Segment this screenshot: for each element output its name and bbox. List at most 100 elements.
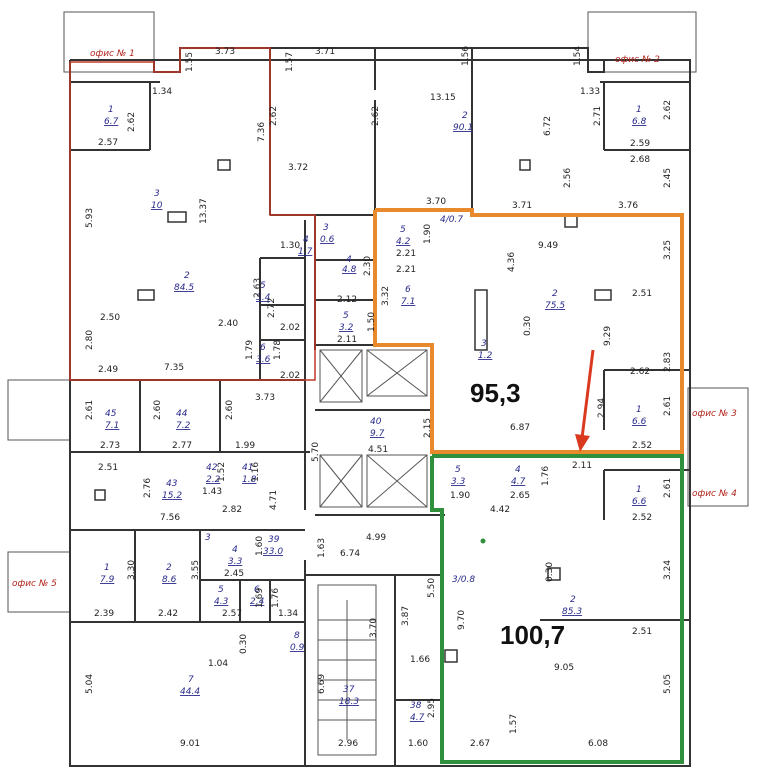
dimension: 9.01 <box>180 739 200 749</box>
room-area: 10 <box>151 201 163 211</box>
dimension: 1.57 <box>509 714 519 734</box>
dimension: 1.50 <box>367 312 377 332</box>
dimension: 2.71 <box>593 106 603 126</box>
dimension: 2.11 <box>572 461 592 471</box>
dimension: 2.02 <box>280 323 300 333</box>
dimension: 1.16 <box>251 462 261 482</box>
room-number: 41 <box>242 463 253 473</box>
dimension: 2.67 <box>470 739 490 749</box>
dimension: 0.30 <box>523 316 533 336</box>
dimension: 2.49 <box>98 365 118 375</box>
room-area: 44.4 <box>180 687 200 697</box>
room-area: 1.8 <box>242 475 257 485</box>
room-area: 8.6 <box>162 575 177 585</box>
dimension: 2.12 <box>337 295 357 305</box>
room-number: 39 <box>268 535 280 545</box>
dimension: 3.32 <box>381 286 391 306</box>
dimension: 4.51 <box>368 445 388 455</box>
dimension: 2.21 <box>396 249 416 259</box>
dimension: 3.73 <box>215 47 235 57</box>
room-number: 4 <box>232 545 238 555</box>
dimension: 2.60 <box>225 400 235 420</box>
dimension: 7.56 <box>160 513 180 523</box>
dimension: 2.51 <box>98 463 118 473</box>
dimension: 9.05 <box>554 663 574 673</box>
dimension: 2.56 <box>563 168 573 188</box>
dimension-labels: 3.73 1.55 3.71 1.57 1.56 1.54 1.34 13.15… <box>85 46 673 749</box>
dimension: 2.52 <box>632 513 652 523</box>
office-label: офис № 1 <box>90 49 135 59</box>
room-labels: 1 6.7 2 90.1 1 6.8 3 10 2 84.5 3 0.6 4 1… <box>100 105 647 723</box>
room-number: 38 <box>410 701 422 711</box>
dimension: 1.34 <box>152 87 172 97</box>
dimension: 1.30 <box>280 241 300 251</box>
dimension: 9.70 <box>457 610 467 630</box>
room-area: 7.9 <box>100 575 115 585</box>
dimension: 2.57 <box>98 138 118 148</box>
room-area: 4.7 <box>410 713 425 723</box>
room-number: 3 <box>481 339 487 349</box>
dimension: 2.62 <box>371 106 381 126</box>
dimension: 5.04 <box>85 674 95 694</box>
room-number: 40 <box>370 417 382 427</box>
room-area: 6.6 <box>632 497 647 507</box>
dimension: 6.87 <box>510 423 530 433</box>
dimension: 3.73 <box>255 393 275 403</box>
dimension: 2.62 <box>127 112 137 132</box>
dimension: 2.94 <box>597 398 607 418</box>
dimension: 3.24 <box>663 560 673 580</box>
room-number: 3 <box>154 189 160 199</box>
dimension: 2.51 <box>632 627 652 637</box>
dimension: 1.76 <box>541 466 551 486</box>
pointer-arrow <box>575 349 595 452</box>
dimension: 2.40 <box>218 319 238 329</box>
room-area: 4.7 <box>511 477 526 487</box>
highlight-area-orange: 95,3 <box>470 378 521 408</box>
dimension: 5.50 <box>427 578 437 598</box>
dimension: 2.62 <box>630 367 650 377</box>
room-area: 3.3 <box>228 557 243 567</box>
room-area: 1.7 <box>298 247 313 257</box>
dimension: 2.11 <box>337 335 357 345</box>
room-area: 15.2 <box>162 491 182 501</box>
room-number: 5 <box>218 585 224 595</box>
dimension: 1.63 <box>317 538 327 558</box>
room-area: 4.3 <box>214 597 229 607</box>
dimension: 1.57 <box>285 52 295 72</box>
room-number: 2 <box>552 289 558 299</box>
dimension: 2.65 <box>510 491 530 501</box>
dimension: 3.72 <box>288 163 308 173</box>
dimension: 4.42 <box>490 505 510 515</box>
room-area: 3.3 <box>451 477 466 487</box>
dimension: 6.72 <box>543 116 553 136</box>
room-number: 4 <box>346 255 352 265</box>
office-label: офис № 4 <box>692 489 737 499</box>
dimension: 3.87 <box>401 606 411 626</box>
room-area: 75.5 <box>545 301 565 311</box>
room-number: 5 <box>400 225 406 235</box>
dimension: 1.52 <box>217 462 227 482</box>
office-orange-outline <box>373 208 684 454</box>
dimension: 2.68 <box>630 155 650 165</box>
room-area: 33.0 <box>263 547 283 557</box>
dimension: 1.04 <box>208 659 228 669</box>
dimension: 1.54 <box>573 46 583 66</box>
dimension: 0.30 <box>545 562 555 582</box>
dimension: 3.71 <box>315 47 335 57</box>
dimension: 2.95 <box>427 698 437 718</box>
dimension: 2.60 <box>153 400 163 420</box>
dimension: 5.70 <box>311 442 321 462</box>
dimension: 1.69 <box>255 588 265 608</box>
room-number: 44 <box>176 409 188 419</box>
room-area: 7.1 <box>105 421 119 431</box>
dimension: 2.61 <box>85 400 95 420</box>
room-number: 4 <box>303 235 309 245</box>
room-number: 1 <box>104 563 110 573</box>
room-area: 7.1 <box>401 297 415 307</box>
dimension: 2.51 <box>632 289 652 299</box>
dimension: 1.76 <box>271 588 281 608</box>
dimension: 9.29 <box>603 326 613 346</box>
room-area: 6.6 <box>632 417 647 427</box>
dimension: 1.90 <box>423 224 433 244</box>
